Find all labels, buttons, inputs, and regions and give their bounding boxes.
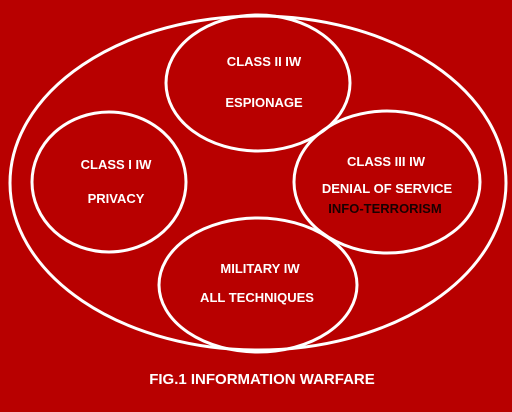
- class2-detail: ESPIONAGE: [225, 95, 303, 110]
- class3-detail2: INFO-TERRORISM: [328, 201, 442, 216]
- military-detail: ALL TECHNIQUES: [200, 290, 314, 305]
- class2-title: CLASS II IW: [226, 54, 302, 69]
- class1-title: CLASS I IW: [80, 157, 152, 172]
- class3-circle: [292, 109, 482, 255]
- class3-detail: DENIAL OF SERVICE: [321, 181, 453, 196]
- military-circle: [157, 216, 359, 354]
- class2-circle: [164, 13, 352, 153]
- class3-title: CLASS III IW: [347, 154, 425, 169]
- military-title: MILITARY IW: [220, 261, 300, 276]
- class1-detail: PRIVACY: [87, 191, 145, 206]
- figure-caption: FIG.1 INFORMATION WARFARE: [149, 371, 375, 388]
- class1-circle: [30, 110, 188, 254]
